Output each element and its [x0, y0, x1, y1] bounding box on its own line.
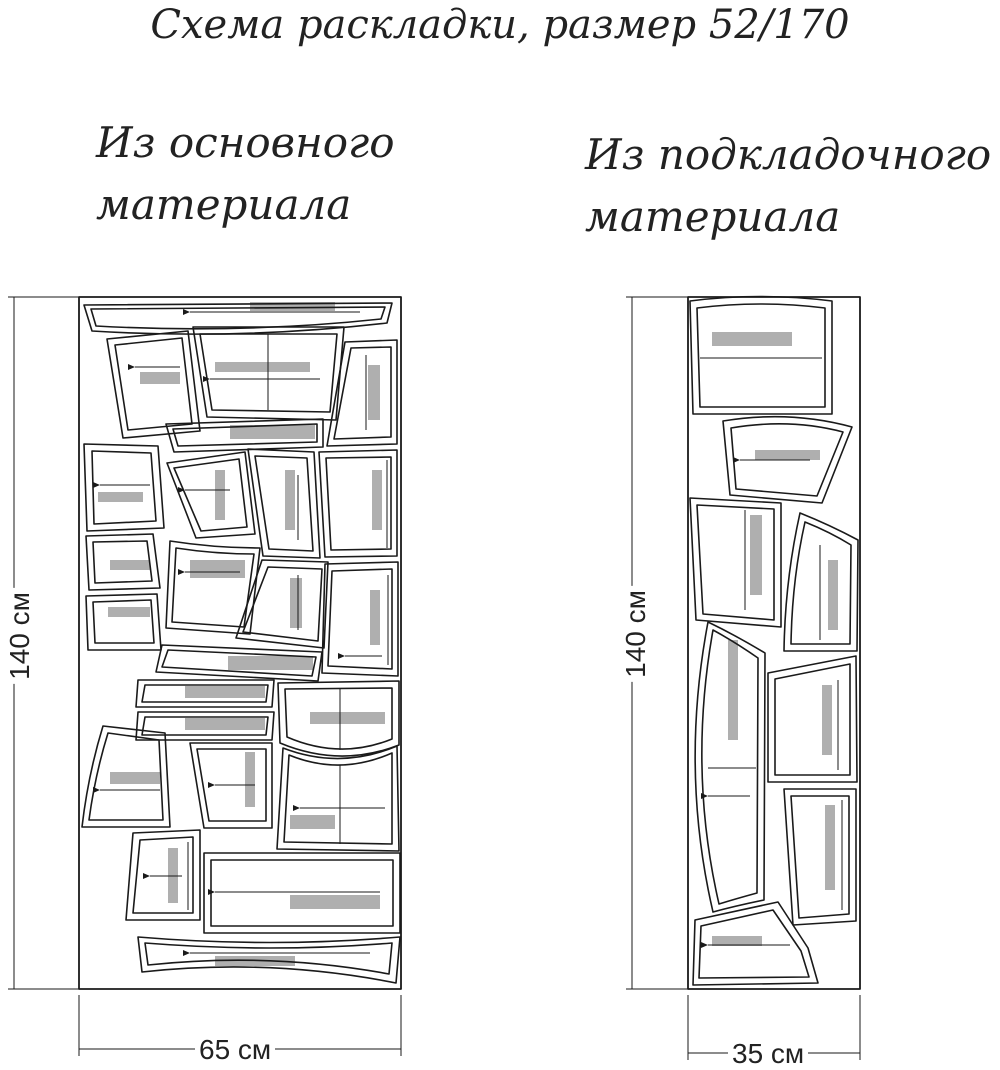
pattern-piece [689, 295, 833, 415]
pattern-piece [125, 829, 201, 921]
pattern-piece [326, 339, 398, 447]
main-fabric-outline [78, 296, 402, 990]
pattern-piece [767, 655, 858, 783]
pattern-piece [276, 745, 400, 852]
pattern-piece [85, 593, 162, 651]
pattern-piece [192, 326, 345, 421]
pattern-piece [166, 451, 256, 539]
pattern-piece [81, 725, 171, 828]
pattern-piece [235, 559, 329, 649]
pattern-piece [689, 497, 782, 628]
pattern-piece [137, 936, 401, 984]
pattern-piece [106, 330, 201, 439]
pattern-piece [83, 443, 165, 532]
pattern-piece [135, 711, 275, 741]
pattern-piece [85, 533, 161, 591]
lining-fabric-heading-line2: материала [585, 192, 841, 241]
pattern-piece [165, 418, 324, 453]
pattern-piece [694, 621, 766, 913]
main-fabric-height-label: 140 см [3, 588, 36, 684]
pattern-piece [783, 788, 857, 926]
pattern-piece [722, 415, 853, 504]
pattern-piece [189, 742, 273, 829]
main-fabric-heading-line1: Из основного [96, 118, 395, 167]
lining-fabric-height-label: 140 см [619, 586, 652, 682]
pattern-piece [783, 512, 859, 652]
pattern-piece [135, 679, 275, 708]
pattern-piece [83, 302, 393, 335]
pattern-piece [318, 449, 398, 558]
pattern-piece [155, 644, 323, 682]
main-fabric-panel [8, 296, 402, 1056]
pattern-piece [277, 680, 400, 757]
pattern-piece [165, 540, 261, 635]
pattern-piece [247, 448, 321, 559]
layout-title: Схема раскладки, размер 52/170 [150, 2, 850, 48]
pattern-piece [321, 561, 399, 677]
pattern-piece [692, 901, 819, 986]
lining-fabric-heading-line1: Из подкладочного [585, 130, 992, 179]
lining-fabric-panel [626, 295, 861, 1060]
pattern-piece [203, 852, 401, 934]
main-fabric-width-label: 65 см [195, 1034, 276, 1066]
main-fabric-heading-line2: материала [96, 180, 352, 229]
lining-fabric-width-label: 35 см [728, 1038, 809, 1070]
main-fabric-dimensions [8, 296, 402, 1056]
